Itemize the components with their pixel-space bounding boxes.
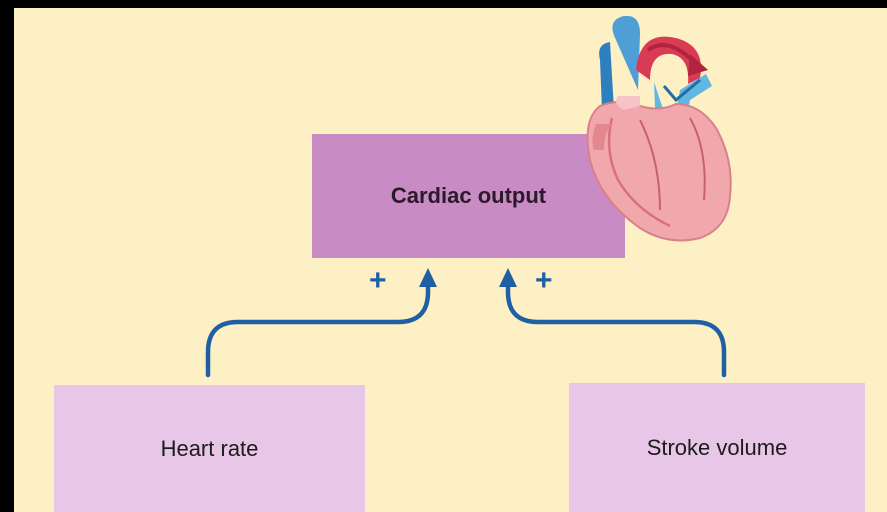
- diagram-canvas: Cardiac output Heart rate Stroke volume …: [0, 0, 887, 512]
- heart-icon: [0, 0, 887, 512]
